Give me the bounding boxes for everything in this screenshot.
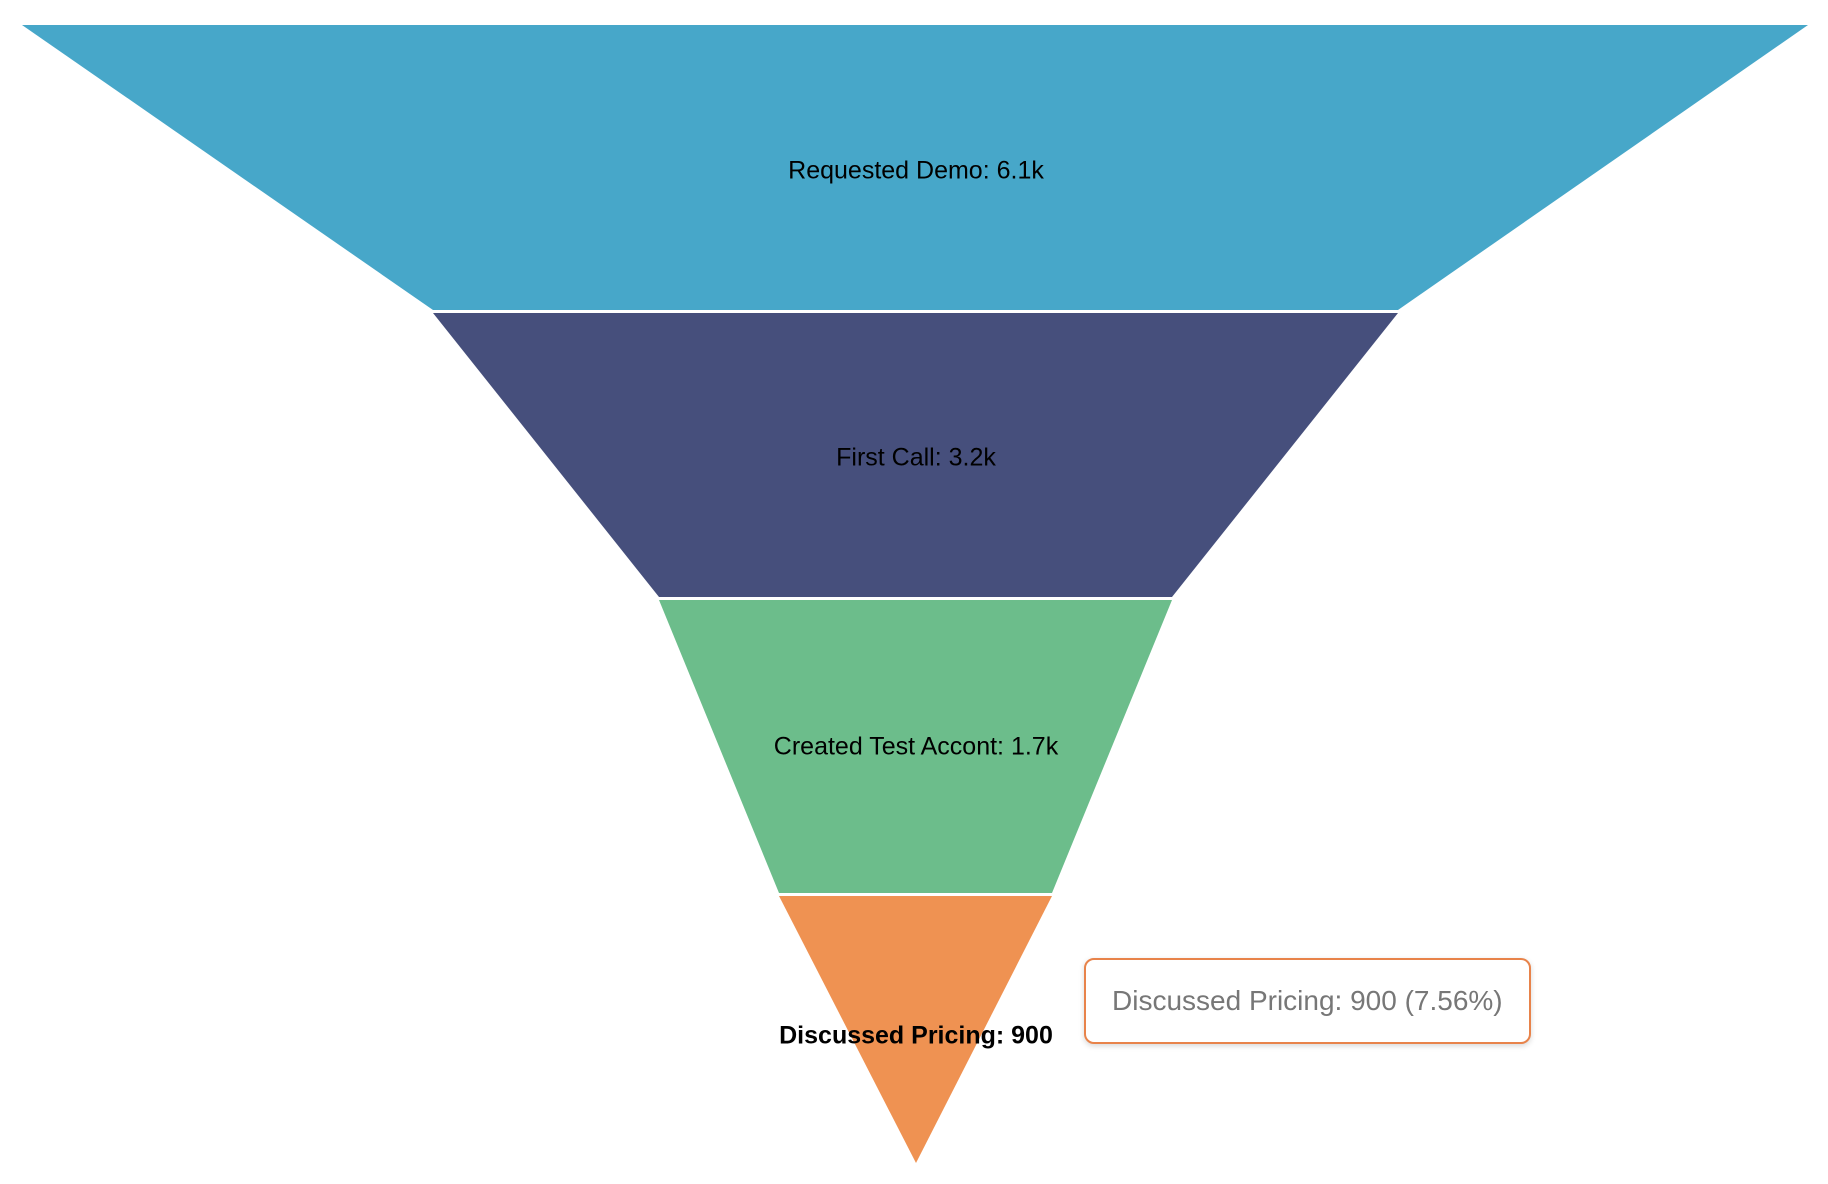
funnel-segment-requested-demo[interactable] [22,25,1808,310]
funnel-tooltip: Discussed Pricing: 900 (7.56%) [1084,958,1531,1044]
funnel-segment-first-call[interactable] [433,313,1398,597]
funnel-segment-discussed-pricing[interactable] [779,896,1052,1163]
funnel-segment-created-test-accont[interactable] [659,600,1172,893]
tooltip-text: Discussed Pricing: 900 (7.56%) [1112,985,1503,1016]
